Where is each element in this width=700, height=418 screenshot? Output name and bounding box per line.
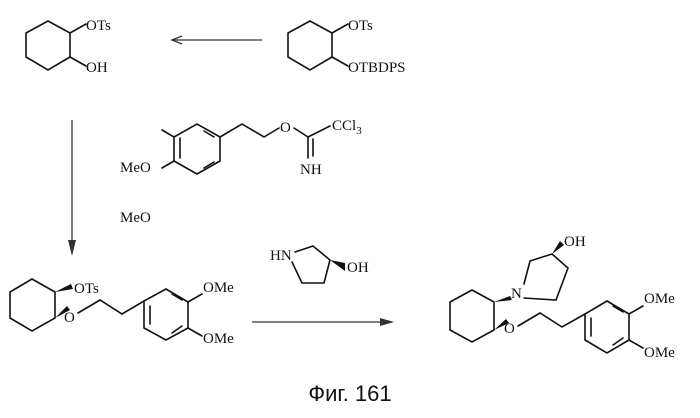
bond-to-meo [162, 161, 174, 168]
pyrrolidine-ring [524, 254, 568, 300]
bond-to-oh [70, 57, 86, 66]
compound-product: N OH O OMe OMe [450, 234, 675, 361]
bond-to-ots [70, 24, 86, 33]
hn-label: HN [270, 248, 292, 264]
arrow-substitution [252, 318, 394, 326]
wedge-bond [552, 241, 564, 254]
meo-label: MeO [120, 160, 151, 176]
cyclohexane-ring [26, 21, 70, 70]
arrow-alkylation [68, 120, 76, 256]
bond-to-ome [188, 328, 202, 336]
pyrrolidine-ring [292, 246, 330, 283]
ots-label: OTs [86, 18, 111, 34]
ethyl-chain [220, 124, 279, 137]
wedge-bond [55, 284, 73, 292]
oh-label: OH [564, 234, 586, 250]
wedge-bond [494, 296, 512, 302]
arrowhead [380, 318, 394, 326]
bond-to-ome [629, 306, 643, 314]
cyclohexane-ring [450, 290, 494, 342]
compound-tosyl-silyl-ether: OTs OTBDPS [288, 18, 406, 76]
compound-tosyl-alcohol: OTs OH [26, 18, 111, 76]
compound-tosyl-aryl-ether: OTs O OMe OMe [10, 279, 234, 347]
arrow-desilylation [172, 36, 262, 44]
bond-to-otbdps [332, 57, 348, 66]
arrowhead [68, 240, 76, 256]
figure-caption: Фиг. 161 [308, 381, 391, 406]
ots-label: OTs [74, 281, 99, 297]
bond-to-meo [162, 130, 174, 137]
bond-to-ots [332, 24, 348, 33]
o-label: O [280, 120, 291, 136]
o-label: O [504, 321, 515, 337]
reagent-trichloroacetimidate: MeO MeO O CCl3 NH [120, 118, 362, 226]
ethyl-chain [78, 300, 144, 314]
otbdps-label: OTBDPS [348, 60, 406, 76]
cyclohexane-ring [288, 21, 332, 70]
oh-label: OH [347, 260, 369, 276]
cyclohexane-ring [10, 279, 55, 331]
oh-label: OH [86, 60, 108, 76]
bond-to-ome [188, 294, 202, 302]
meo-label: MeO [120, 210, 151, 226]
ome-label: OMe [644, 291, 675, 307]
ome-label: OMe [203, 331, 234, 347]
benzene-ring [174, 124, 220, 174]
nh-label: NH [300, 162, 322, 178]
ome-label: OMe [203, 280, 234, 296]
o-label: O [64, 310, 75, 326]
ome-label: OMe [644, 345, 675, 361]
n-label: N [511, 286, 522, 302]
wedge-bond [330, 260, 345, 271]
ethyl-chain [518, 313, 585, 327]
ccl3-label: CCl3 [332, 118, 362, 137]
ots-label: OTs [348, 18, 373, 34]
bond-to-ome [629, 340, 643, 348]
reagent-hydroxypyrrolidine: HN OH [270, 246, 369, 283]
